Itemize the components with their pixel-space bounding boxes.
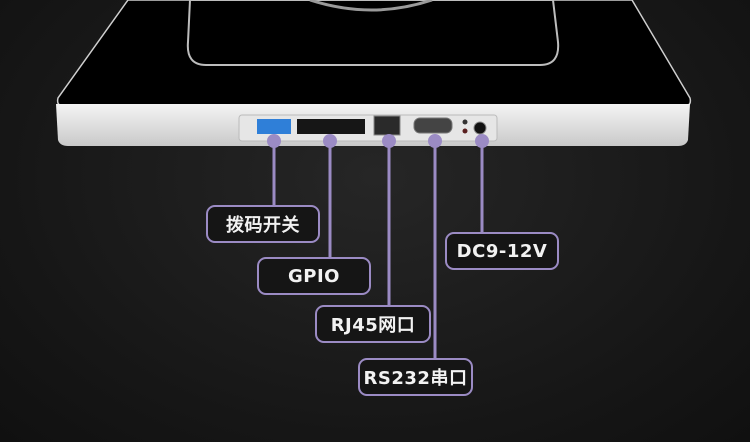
callout-rs232: RS232串口 [358,358,473,396]
led-indicator [462,119,468,125]
screen-frame [186,0,560,66]
rj45-port [373,115,401,136]
leader-dot [267,134,281,148]
logo-arc [309,0,433,12]
dip-switch-port [257,119,291,134]
gpio-port [297,119,365,134]
device-top-surface [56,0,692,107]
leader-dot [323,134,337,148]
leader-dot [382,134,396,148]
led-indicator [462,128,468,134]
callout-dc-power: DC9-12V [445,232,559,270]
leader-dot [475,134,489,148]
callout-dip-switch: 拨码开关 [206,205,320,243]
leader-dot [428,134,442,148]
callout-rj45: RJ45网口 [315,305,431,343]
dc-power-jack [473,121,487,135]
rs232-port [413,117,453,134]
callout-gpio: GPIO [257,257,371,295]
